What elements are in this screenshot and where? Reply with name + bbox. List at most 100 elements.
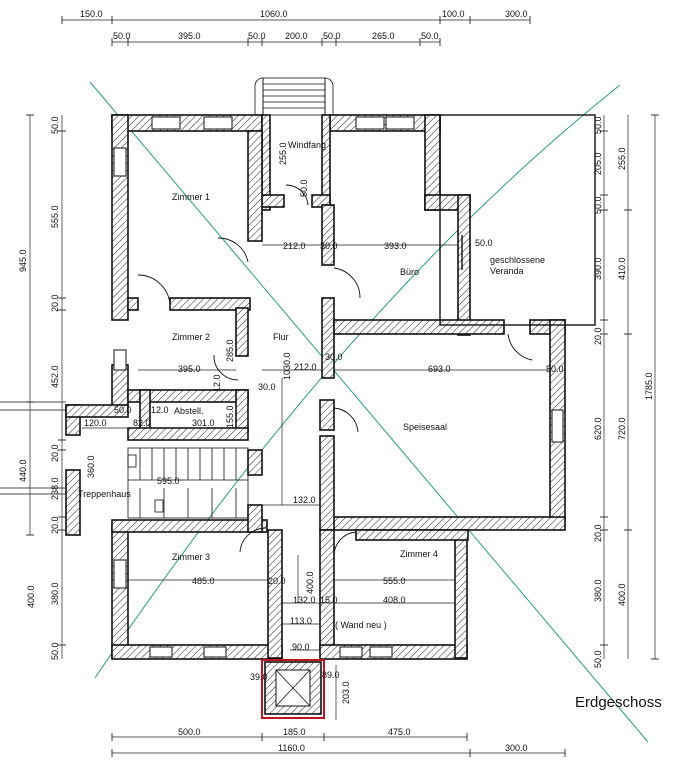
room-flur: Flur <box>273 332 289 342</box>
dim-top1-1: 1060.0 <box>260 9 288 19</box>
dim-int-27: 132.0 <box>293 595 316 605</box>
dim-bottom2-1: 300.0 <box>505 743 528 753</box>
dim-top1-3: 300.0 <box>505 9 528 19</box>
dim-int-2: 212.0 <box>283 241 306 251</box>
staircase <box>127 447 249 519</box>
dim-left-outer-0: 945.0 <box>18 249 28 272</box>
dim-top2-0: 50.0 <box>113 31 131 41</box>
dim-top2-6: 50.0 <box>421 31 439 41</box>
dim-right-inner-0: 50.0 <box>593 116 603 134</box>
veranda-outline <box>439 114 596 326</box>
dim-int-0: 255.0 <box>278 142 288 165</box>
dim-int-9: 212.0 <box>294 362 317 372</box>
dim-int-22: 132.0 <box>293 495 316 505</box>
dim-right-mid-2: 720.0 <box>617 417 627 440</box>
dim-right-inner-3: 390.0 <box>593 257 603 280</box>
dim-right-outer-0: 1785.0 <box>644 372 654 400</box>
dim-right-inner-4: 20.0 <box>593 327 603 345</box>
room-abstell: Abstell. <box>174 406 204 416</box>
room-buero: Büro <box>400 267 419 277</box>
room-labels: Zimmer 1 Windfang Büro geschlossene Vera… <box>78 140 545 630</box>
dim-int-10: 30.0 <box>325 352 343 362</box>
dim-right-inner-1: 205.0 <box>593 152 603 175</box>
dim-left-inner-3: 452.0 <box>50 365 60 388</box>
dim-right-inner-6: 20.0 <box>593 524 603 542</box>
dim-top2-3: 200.0 <box>285 31 308 41</box>
dim-int-7: 285.0 <box>225 339 235 362</box>
walls <box>65 114 566 660</box>
dim-right-inner-5: 620.0 <box>593 417 603 440</box>
dim-int-21: 595.0 <box>157 476 180 486</box>
dim-left-inner-0: 50.0 <box>50 116 60 134</box>
windows <box>113 116 564 658</box>
dim-left-inner-8: 50.0 <box>50 642 60 660</box>
dimension-lines <box>26 16 659 757</box>
dim-left-inner-2: 20.0 <box>50 294 60 312</box>
room-speisesaal: Speisesaal <box>403 422 447 432</box>
dim-int-34: 203.0 <box>341 681 351 704</box>
dim-int-11: 693.0 <box>428 364 451 374</box>
dim-int-32: 39.0 <box>250 672 268 682</box>
dim-int-20: 155.0 <box>225 405 235 428</box>
dim-int-17: 82.0 <box>133 418 151 428</box>
dim-left-inner-5: 238.0 <box>50 477 60 500</box>
entrance-steps <box>254 77 334 116</box>
room-wand-neu: ( Wand neu ) <box>335 620 387 630</box>
dim-int-26: 555.0 <box>383 576 406 586</box>
dim-top2-4: 50.0 <box>323 31 341 41</box>
dim-top2-2: 50.0 <box>248 31 266 41</box>
dim-right-mid-0: 255.0 <box>617 147 627 170</box>
dim-int-28: 15.0 <box>320 595 338 605</box>
dim-int-1: 50.0 <box>299 179 309 197</box>
dim-right-mid-3: 400.0 <box>617 583 627 606</box>
room-zimmer2: Zimmer 2 <box>172 332 210 342</box>
dim-bottom1-1: 185.0 <box>283 727 306 737</box>
dim-int-12: 50.0 <box>546 364 564 374</box>
dim-left-inner-1: 555.0 <box>50 205 60 228</box>
dim-left-inner-4: 20.0 <box>50 444 60 462</box>
plan-title: Erdgeschoss <box>575 694 662 711</box>
dim-int-13: 12.0 <box>212 374 222 392</box>
room-zimmer4: Zimmer 4 <box>400 549 438 559</box>
dim-int-18: 12.0 <box>151 405 169 415</box>
dim-bottom2-0: 1160.0 <box>278 743 305 753</box>
room-veranda-line2: Veranda <box>490 266 524 276</box>
dim-int-8: 1030.0 <box>282 352 292 380</box>
dim-right-inner-7: 380.0 <box>593 579 603 602</box>
dim-int-33: 89.0 <box>322 670 340 680</box>
dim-int-29: 408.0 <box>383 595 406 605</box>
dim-int-30: 113.0 <box>290 616 312 626</box>
dim-left-inner2-1: 380.0 <box>50 582 60 605</box>
dim-int-14: 30.0 <box>258 382 276 392</box>
dim-left-inner-7: 400.0 <box>26 585 36 608</box>
room-veranda-line1: geschlossene <box>490 255 545 265</box>
lift-shaft <box>261 659 325 719</box>
dimension-texts: 150.0 1060.0 100.0 300.0 50.0 395.0 50.0… <box>18 9 654 753</box>
dim-int-15: 50.0 <box>114 405 132 415</box>
dim-int-24: 20.0 <box>268 576 286 586</box>
dim-left-inner-6: 20.0 <box>50 516 60 534</box>
dim-int-5: 50.0 <box>475 238 493 248</box>
dim-top2-5: 265.0 <box>372 31 395 41</box>
dim-top2-1: 395.0 <box>178 31 201 41</box>
dim-right-inner-2: 50.0 <box>593 196 603 214</box>
room-treppenhaus: Treppenhaus <box>78 489 131 499</box>
dim-right-inner-8: 50.0 <box>593 650 603 668</box>
dim-int-31: 90.0 <box>292 642 310 652</box>
dim-top1-0: 150.0 <box>80 9 103 19</box>
dim-left-inner2-0: 360.0 <box>86 455 96 478</box>
dim-int-16: 120.0 <box>84 418 107 428</box>
dim-int-3: 30.0 <box>320 241 338 251</box>
room-zimmer3: Zimmer 3 <box>172 552 210 562</box>
dim-bottom1-2: 475.0 <box>388 727 411 737</box>
dim-int-4: 393.0 <box>384 241 407 251</box>
room-zimmer1: Zimmer 1 <box>172 192 210 202</box>
dim-int-6: 395.0 <box>178 364 201 374</box>
dim-int-23: 485.0 <box>192 576 215 586</box>
construction-lines <box>89 81 649 743</box>
exterior-rails <box>0 401 66 495</box>
dim-right-mid-1: 410.0 <box>617 257 627 280</box>
dim-top1-2: 100.0 <box>442 9 465 19</box>
dim-int-25: 400.0 <box>305 571 315 594</box>
